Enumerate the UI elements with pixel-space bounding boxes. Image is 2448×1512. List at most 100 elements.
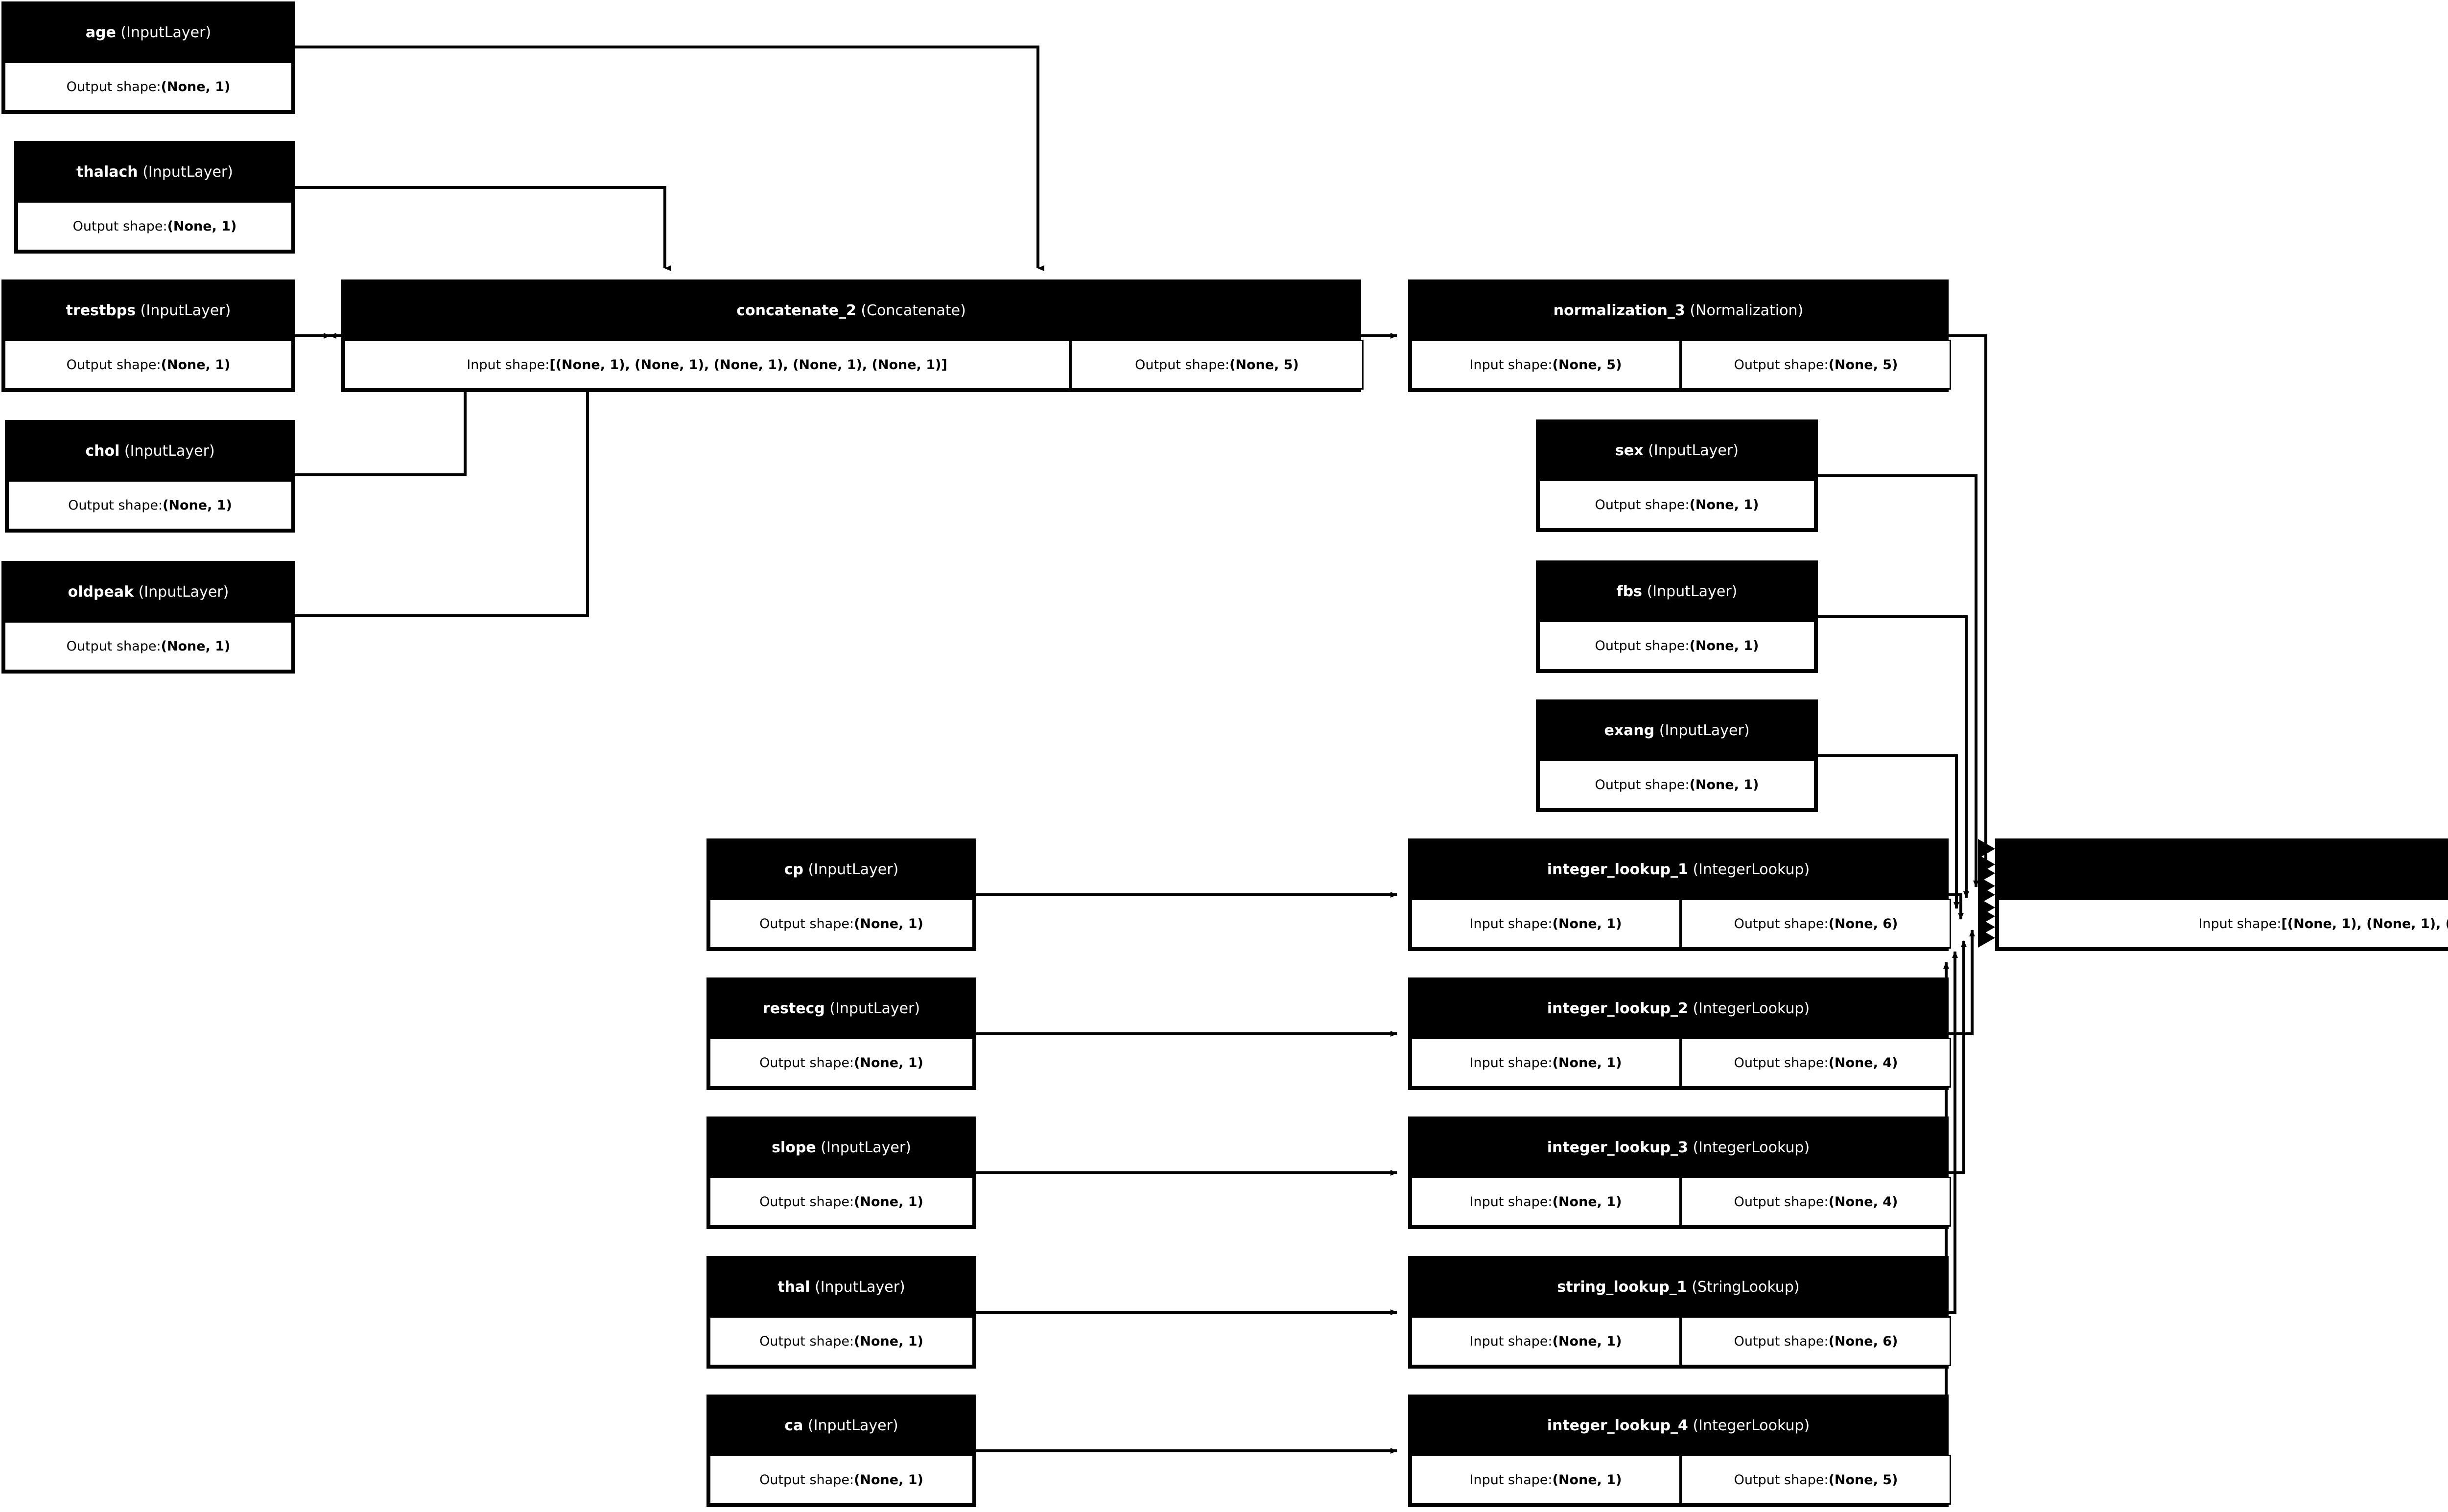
node-trestbps[interactable]: trestbps (InputLayer)Output shape: (None…	[1, 279, 295, 392]
output-shape-cell-sex: Output shape: (None, 1)	[1538, 480, 1815, 530]
node-integer_lookup_4[interactable]: integer_lookup_4 (IntegerLookup) Input sh…	[1408, 1395, 1951, 1507]
node-layer-name: integer_lookup_2	[1547, 1000, 1688, 1017]
shape-value: (None, 1)	[854, 1055, 923, 1070]
node-string_lookup_1[interactable]: string_lookup_1 (StringLookup)Input shap…	[1408, 1256, 1951, 1369]
shape-label: Output shape:	[1734, 1472, 1829, 1488]
shape-label: Output shape:	[68, 497, 163, 513]
node-layer-name: age	[85, 24, 116, 41]
node-shapes-ca: Output shape: (None, 1)	[709, 1455, 974, 1505]
output-shape-cell-restecg: Output shape: (None, 1)	[709, 1038, 974, 1088]
node-layer-name: sex	[1615, 442, 1644, 459]
output-shape-cell-integer_lookup_4: Output shape: (None, 5)	[1681, 1455, 1951, 1505]
node-shapes-age: Output shape: (None, 1)	[4, 62, 293, 112]
output-shape-cell-ca: Output shape: (None, 1)	[709, 1455, 974, 1505]
node-layer-kind: (InputLayer)	[119, 442, 215, 460]
node-integer_lookup_1[interactable]: integer_lookup_1 (IntegerLookup)Input sh…	[1408, 838, 1951, 951]
node-title-thal: thal (InputLayer)	[709, 1258, 974, 1316]
node-layer-kind: (IntegerLookup)	[1688, 1417, 1810, 1434]
shape-value: (None, 1)	[854, 1333, 923, 1349]
node-slope[interactable]: slope (InputLayer)Output shape: (None, 1…	[706, 1117, 976, 1229]
node-shapes-slope: Output shape: (None, 1)	[709, 1177, 974, 1227]
shape-label: Input shape:	[1469, 1194, 1553, 1210]
shape-label: Output shape:	[66, 79, 161, 94]
node-title-ca: ca (InputLayer)	[709, 1397, 974, 1455]
shape-value: (None, 1)	[854, 916, 923, 931]
output-shape-cell-thal: Output shape: (None, 1)	[709, 1316, 974, 1366]
node-shapes-concatenate_3: Input shape: [(None, 1), (None, 1), (Non…	[1998, 899, 2448, 949]
node-layer-name: trestbps	[66, 302, 136, 319]
node-normalization_3[interactable]: normalization_3 (Normalization)Input sha…	[1408, 279, 1951, 392]
input-shape-cell-concatenate_3: Input shape: [(None, 1), (None, 1), (Non…	[1998, 899, 2448, 949]
node-layer-name: chol	[85, 442, 120, 460]
shape-value: (None, 1)	[1552, 1472, 1622, 1488]
shape-label: Input shape:	[1469, 1333, 1553, 1349]
node-layer-kind: (IntegerLookup)	[1688, 1139, 1810, 1156]
node-exang[interactable]: exang (InputLayer)Output shape: (None, 1…	[1536, 699, 1818, 812]
node-layer-kind: (InputLayer)	[1643, 442, 1739, 459]
node-oldpeak[interactable]: oldpeak (InputLayer)Output shape: (None,…	[1, 561, 295, 674]
node-thalach[interactable]: thalach (InputLayer)Output shape: (None,…	[14, 141, 295, 254]
node-age[interactable]: age (InputLayer)Output shape: (None, 1)	[1, 1, 295, 114]
shape-value: (None, 1)	[161, 357, 231, 372]
node-layer-name: fbs	[1616, 583, 1643, 600]
node-shapes-concatenate_2: Input shape: [(None, 1), (None, 1), (Non…	[344, 340, 1364, 390]
shape-label: Output shape:	[1734, 1055, 1829, 1070]
node-title-concatenate_2: concatenate_2 (Concatenate)	[344, 282, 1359, 340]
shape-label: Output shape:	[759, 1333, 854, 1349]
node-title-integer_lookup_2: integer_lookup_2 (IntegerLookup)	[1411, 980, 1946, 1038]
node-sex[interactable]: sex (InputLayer) Output shape: (None, 1)	[1536, 419, 1818, 532]
node-layer-kind: (InputLayer)	[136, 302, 231, 319]
shape-value: (None, 1)	[161, 638, 231, 654]
shape-label: Output shape:	[1595, 777, 1690, 792]
edge-stringlookup1-to-concatenate3	[1949, 951, 1958, 1314]
shape-value: (None, 5)	[1828, 357, 1898, 372]
shape-label: Input shape:	[1469, 1472, 1553, 1488]
shape-value: [(None, 1), (None, 1), (None, 1), (None,…	[549, 357, 947, 372]
node-layer-name: thalach	[76, 163, 138, 181]
input-shape-cell-concatenate_2: Input shape: [(None, 1), (None, 1), (Non…	[344, 340, 1070, 390]
node-chol[interactable]: chol (InputLayer) Output shape: (None, 1)	[5, 420, 295, 533]
shape-value: (None, 4)	[1828, 1194, 1898, 1210]
output-shape-cell-integer_lookup_2: Output shape: (None, 4)	[1681, 1038, 1951, 1088]
node-ca[interactable]: ca (InputLayer)Output shape: (None, 1)	[706, 1395, 976, 1507]
node-layer-kind: (Normalization)	[1685, 302, 1804, 319]
node-thal[interactable]: thal (InputLayer)Output shape: (None, 1)	[706, 1256, 976, 1369]
input-shape-cell-string_lookup_1: Input shape: (None, 1)	[1411, 1316, 1681, 1366]
shape-value: (None, 1)	[854, 1472, 923, 1488]
node-title-trestbps: trestbps (InputLayer)	[4, 282, 293, 340]
node-layer-name: integer_lookup_4	[1547, 1417, 1688, 1434]
node-title-cp: cp (InputLayer)	[709, 841, 974, 899]
node-layer-kind: (InputLayer)	[803, 861, 899, 878]
output-shape-cell-normalization_3: Output shape: (None, 5)	[1681, 340, 1951, 390]
concatenate3-arrow-cluster	[1978, 839, 1995, 948]
node-title-age: age (InputLayer)	[4, 4, 293, 62]
node-shapes-string_lookup_1: Input shape: (None, 1)Output shape: (Non…	[1411, 1316, 1951, 1366]
input-shape-cell-integer_lookup_2: Input shape: (None, 1)	[1411, 1038, 1681, 1088]
input-shape-cell-integer_lookup_4: Input shape: (None, 1)	[1411, 1455, 1681, 1505]
node-layer-name: oldpeak	[68, 583, 134, 601]
node-cp[interactable]: cp (InputLayer)Output shape: (None, 1)	[706, 838, 976, 951]
shape-value: (None, 6)	[1828, 916, 1898, 931]
shape-label: Output shape:	[1734, 916, 1829, 931]
node-layer-kind: (InputLayer)	[116, 24, 212, 41]
edge-age-to-concatenate2	[295, 46, 1044, 271]
node-restecg[interactable]: restecg (InputLayer)Output shape: (None,…	[706, 977, 976, 1090]
node-integer_lookup_2[interactable]: integer_lookup_2 (IntegerLookup)Input sh…	[1408, 977, 1951, 1090]
node-shapes-integer_lookup_4: Input shape: (None, 1)Output shape: (Non…	[1411, 1455, 1951, 1505]
shape-label: Output shape:	[72, 218, 167, 234]
node-integer_lookup_3[interactable]: integer_lookup_3 (IntegerLookup)Input sh…	[1408, 1117, 1951, 1229]
shape-label: Output shape:	[1595, 638, 1690, 653]
shape-value: [(None, 1), (None, 1), (None, 1), (None,…	[2281, 916, 2448, 931]
node-layer-name: integer_lookup_1	[1547, 861, 1688, 878]
node-shapes-trestbps: Output shape: (None, 1)	[4, 340, 293, 390]
shape-label: Output shape:	[759, 1194, 854, 1210]
node-concatenate_2[interactable]: concatenate_2 (Concatenate)Input shape: …	[341, 279, 1364, 392]
edge-thalach-to-concatenate2	[295, 186, 671, 271]
node-fbs[interactable]: fbs (InputLayer)Output shape: (None, 1)	[1536, 560, 1818, 673]
output-shape-cell-slope: Output shape: (None, 1)	[709, 1177, 974, 1227]
node-concatenate_3[interactable]: concatenate_3 (Concatenate)Input shape: …	[1995, 838, 2448, 951]
shape-value: (None, 1)	[163, 497, 232, 513]
shape-label: Output shape:	[1734, 1194, 1829, 1210]
shape-label: Output shape:	[66, 638, 161, 654]
